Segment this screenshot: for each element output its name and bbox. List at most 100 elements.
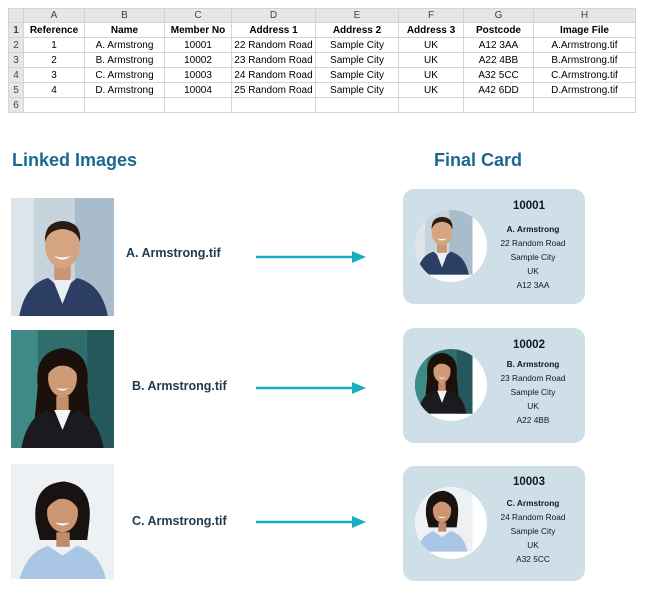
linked-image-filename: B. Armstrong.tif bbox=[132, 379, 227, 393]
table-cell[interactable]: Sample City bbox=[315, 82, 399, 98]
column-header[interactable]: G bbox=[463, 8, 534, 23]
member-card: 10001 A. Armstrong 22 Random Road Sample… bbox=[403, 189, 585, 304]
table-cell[interactable]: 10002 bbox=[164, 52, 232, 68]
spreadsheet: A B C D E F G H 1 Reference Name Member … bbox=[8, 8, 636, 113]
table-cell[interactable]: C. Armstrong bbox=[84, 67, 165, 83]
header-cell[interactable]: Name bbox=[84, 22, 165, 38]
card-address-line-1: 23 Random Road bbox=[500, 373, 566, 383]
card-city: Sample City bbox=[510, 526, 556, 536]
column-header[interactable]: H bbox=[533, 8, 636, 23]
linked-image-c-armstrong bbox=[11, 464, 114, 582]
table-cell[interactable]: 10004 bbox=[164, 82, 232, 98]
table-cell[interactable] bbox=[164, 97, 232, 113]
linked-image-b-armstrong bbox=[11, 330, 114, 448]
table-cell[interactable]: 3 bbox=[23, 67, 85, 83]
card-country: UK bbox=[527, 540, 539, 550]
card-address-line-1: 24 Random Road bbox=[500, 512, 566, 522]
table-cell[interactable] bbox=[533, 97, 636, 113]
table-cell[interactable] bbox=[231, 97, 316, 113]
table-cell[interactable]: A. Armstrong bbox=[84, 37, 165, 53]
row-number[interactable]: 4 bbox=[8, 67, 24, 83]
table-cell[interactable]: D.Armstrong.tif bbox=[533, 82, 636, 98]
table-cell[interactable]: UK bbox=[398, 82, 464, 98]
table-cell[interactable]: 24 Random Road bbox=[231, 67, 316, 83]
row-number[interactable]: 3 bbox=[8, 52, 24, 68]
card-details: C. Armstrong 24 Random Road Sample City … bbox=[485, 496, 581, 566]
table-cell[interactable] bbox=[315, 97, 399, 113]
table-cell[interactable]: UK bbox=[398, 67, 464, 83]
card-postcode: A32 5CC bbox=[516, 554, 550, 564]
card-member-number: 10003 bbox=[513, 476, 545, 488]
table-cell[interactable] bbox=[463, 97, 534, 113]
table-row: 2 1 A. Armstrong 10001 22 Random Road Sa… bbox=[8, 37, 636, 53]
row-number[interactable]: 2 bbox=[8, 37, 24, 53]
table-row: 4 3 C. Armstrong 10003 24 Random Road Sa… bbox=[8, 67, 636, 83]
card-avatar bbox=[415, 487, 487, 559]
final-card-title: Final Card bbox=[434, 150, 523, 170]
table-cell[interactable]: 25 Random Road bbox=[231, 82, 316, 98]
card-avatar bbox=[415, 210, 487, 282]
table-cell[interactable]: 4 bbox=[23, 82, 85, 98]
table-cell[interactable]: C.Armstrong.tif bbox=[533, 67, 636, 83]
table-row: 5 4 D. Armstrong 10004 25 Random Road Sa… bbox=[8, 82, 636, 98]
card-member-number: 10001 bbox=[513, 200, 545, 212]
card-address-line-1: 22 Random Road bbox=[500, 238, 566, 248]
table-cell[interactable]: 23 Random Road bbox=[231, 52, 316, 68]
table-cell[interactable]: A.Armstrong.tif bbox=[533, 37, 636, 53]
row-number[interactable]: 6 bbox=[8, 97, 24, 113]
table-cell[interactable]: D. Armstrong bbox=[84, 82, 165, 98]
card-postcode: A22 4BB bbox=[516, 415, 550, 425]
table-cell[interactable] bbox=[84, 97, 165, 113]
table-cell[interactable]: UK bbox=[398, 52, 464, 68]
header-cell[interactable]: Image File bbox=[533, 22, 636, 38]
arrow-right-icon bbox=[256, 516, 366, 528]
table-cell[interactable]: Sample City bbox=[315, 67, 399, 83]
table-row: 6 bbox=[8, 97, 636, 113]
header-cell[interactable]: Address 2 bbox=[315, 22, 399, 38]
table-cell[interactable]: A12 3AA bbox=[463, 37, 534, 53]
column-header[interactable]: B bbox=[84, 8, 165, 23]
table-cell[interactable]: A22 4BB bbox=[463, 52, 534, 68]
column-header-row: A B C D E F G H bbox=[8, 8, 636, 23]
header-cell[interactable]: Member No bbox=[164, 22, 232, 38]
row-number[interactable]: 1 bbox=[8, 22, 24, 38]
card-city: Sample City bbox=[510, 387, 556, 397]
member-card: 10003 C. Armstrong 24 Random Road Sample… bbox=[403, 466, 585, 581]
table-cell[interactable] bbox=[398, 97, 464, 113]
table-cell[interactable]: 1 bbox=[23, 37, 85, 53]
table-cell[interactable]: A42 6DD bbox=[463, 82, 534, 98]
card-name: A. Armstrong bbox=[506, 224, 560, 234]
table-cell[interactable]: 10003 bbox=[164, 67, 232, 83]
column-header[interactable]: F bbox=[398, 8, 464, 23]
header-cell[interactable]: Reference bbox=[23, 22, 85, 38]
card-name: C. Armstrong bbox=[506, 498, 560, 508]
card-details: B. Armstrong 23 Random Road Sample City … bbox=[485, 357, 581, 427]
column-header[interactable]: A bbox=[23, 8, 85, 23]
column-header[interactable]: C bbox=[164, 8, 232, 23]
column-header[interactable]: D bbox=[231, 8, 316, 23]
select-all-corner[interactable] bbox=[8, 8, 24, 23]
table-cell[interactable] bbox=[23, 97, 85, 113]
column-header[interactable]: E bbox=[315, 8, 399, 23]
header-row: 1 Reference Name Member No Address 1 Add… bbox=[8, 22, 636, 38]
linked-image-a-armstrong bbox=[11, 198, 114, 316]
table-cell[interactable]: 22 Random Road bbox=[231, 37, 316, 53]
card-name: B. Armstrong bbox=[506, 359, 560, 369]
table-cell[interactable]: B. Armstrong bbox=[84, 52, 165, 68]
table-cell[interactable]: B.Armstrong.tif bbox=[533, 52, 636, 68]
header-cell[interactable]: Address 1 bbox=[231, 22, 316, 38]
table-cell[interactable]: Sample City bbox=[315, 52, 399, 68]
table-cell[interactable]: A32 5CC bbox=[463, 67, 534, 83]
header-cell[interactable]: Address 3 bbox=[398, 22, 464, 38]
arrow-right-icon bbox=[256, 382, 366, 394]
linked-image-filename: A. Armstrong.tif bbox=[126, 246, 221, 260]
row-number[interactable]: 5 bbox=[8, 82, 24, 98]
linked-images-title: Linked Images bbox=[12, 150, 138, 170]
table-cell[interactable]: 10001 bbox=[164, 37, 232, 53]
table-cell[interactable]: 2 bbox=[23, 52, 85, 68]
table-cell[interactable]: UK bbox=[398, 37, 464, 53]
header-cell[interactable]: Postcode bbox=[463, 22, 534, 38]
table-cell[interactable]: Sample City bbox=[315, 37, 399, 53]
card-member-number: 10002 bbox=[513, 339, 545, 351]
member-card: 10002 B. Armstrong 23 Random Road Sample… bbox=[403, 328, 585, 443]
